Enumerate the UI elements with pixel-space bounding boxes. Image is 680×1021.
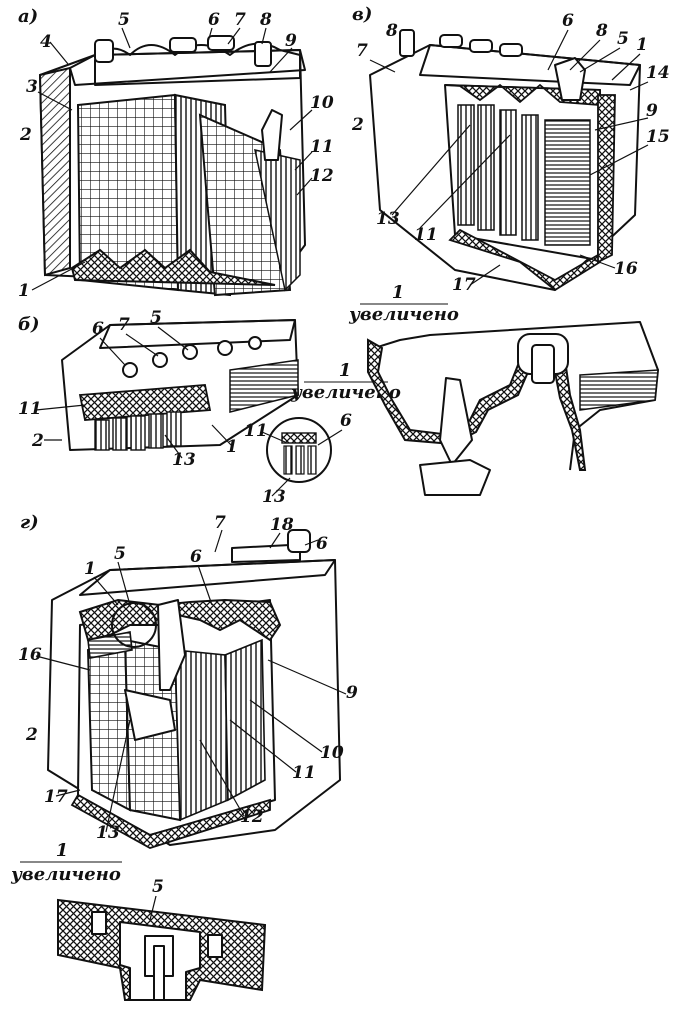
label-v-5: 5 <box>617 29 629 49</box>
figure-b-part-labels: б) 6 7 5 11 2 13 1 11 6 13 <box>18 308 352 507</box>
label-a-9: 9 <box>285 31 297 51</box>
label-g-detail-5: 5 <box>152 877 164 897</box>
panel-g-label: г) <box>20 512 39 533</box>
label-g-17: 17 <box>44 787 68 807</box>
label-b-6: 6 <box>92 319 104 339</box>
label-b-13a: 13 <box>172 450 196 470</box>
figure-v-battery-cutaway <box>369 29 641 292</box>
label-b-11a: 11 <box>18 399 42 419</box>
label-g-10: 10 <box>320 743 344 763</box>
label-a-1: 1 <box>18 281 30 301</box>
label-b-11b: 11 <box>244 421 268 441</box>
label-g-11: 11 <box>292 763 316 783</box>
label-g-2: 2 <box>25 725 38 745</box>
zoom-caption-g: 1 увеличено <box>10 840 122 885</box>
label-b-7: 7 <box>118 315 130 335</box>
zoom-b-num: 1 <box>339 360 352 381</box>
zoom-v-num: 1 <box>392 282 405 303</box>
zoom-g-num: 1 <box>56 840 69 861</box>
label-v-6: 6 <box>562 11 574 31</box>
figure-b-zoom-circle <box>266 417 332 483</box>
zoom-b-text: увеличено <box>290 382 401 403</box>
panel-v-label: в) <box>352 4 372 25</box>
figure-v-part-labels: в) 8 6 8 5 1 7 14 2 9 15 13 11 16 17 <box>351 4 670 295</box>
label-b-5: 5 <box>150 308 162 328</box>
label-a-5: 5 <box>118 10 130 30</box>
zoom-g-text: увеличено <box>10 864 121 885</box>
label-g-9: 9 <box>346 683 358 703</box>
label-a-10: 10 <box>310 93 334 113</box>
label-a-8: 8 <box>259 10 272 30</box>
figure-g-part-labels: г) 7 18 6 1 5 6 16 9 2 10 11 17 12 13 <box>18 512 358 843</box>
label-v-13: 13 <box>376 209 400 229</box>
label-a-4: 4 <box>40 32 52 52</box>
label-v-2: 2 <box>351 115 364 135</box>
label-b-1: 1 <box>226 437 238 457</box>
label-a-12: 12 <box>310 166 334 186</box>
label-v-7: 7 <box>356 41 368 61</box>
label-b-6b: 6 <box>340 411 352 431</box>
label-v-17: 17 <box>452 275 476 295</box>
figure-v-enlarged-cover-detail <box>367 321 659 496</box>
label-v-8b: 8 <box>595 21 608 41</box>
zoom-caption-v: 1 увеличено <box>348 282 459 325</box>
label-g-13: 13 <box>96 823 120 843</box>
label-a-7: 7 <box>234 10 246 30</box>
panel-b-label: б) <box>18 314 40 335</box>
label-g-1: 1 <box>84 559 96 579</box>
label-a-11: 11 <box>310 137 334 157</box>
label-v-1: 1 <box>636 35 648 55</box>
label-g-6b: 6 <box>190 547 202 567</box>
label-v-15: 15 <box>646 127 670 147</box>
zoom-caption-b: 1 увеличено <box>290 360 401 403</box>
label-v-9: 9 <box>646 101 658 121</box>
zoom-v-text: увеличено <box>348 304 459 325</box>
label-b-13b: 13 <box>262 487 286 507</box>
label-v-8a: 8 <box>385 21 398 41</box>
figure-a-part-labels: а) 5 6 7 8 4 9 3 10 2 11 12 1 <box>18 6 334 301</box>
label-g-18: 18 <box>270 515 294 535</box>
figure-a-battery-cutaway <box>38 35 306 297</box>
label-b-2: 2 <box>31 431 44 451</box>
figure-g-battery-cutaway <box>47 529 341 849</box>
label-g-6: 6 <box>316 534 328 554</box>
label-g-7: 7 <box>214 513 226 533</box>
label-v-16: 16 <box>614 259 638 279</box>
figure-g-enlarged-plug-detail: 5 <box>57 877 267 1001</box>
label-v-14: 14 <box>646 63 670 83</box>
label-a-2: 2 <box>19 125 32 145</box>
label-a-6: 6 <box>208 10 220 30</box>
label-g-12: 12 <box>240 807 264 827</box>
figure-b-battery-cutaway <box>61 319 299 451</box>
label-v-11: 11 <box>414 225 438 245</box>
label-a-3: 3 <box>26 77 38 97</box>
label-g-16: 16 <box>18 645 42 665</box>
panel-a-label: а) <box>18 6 38 27</box>
label-g-5: 5 <box>114 544 126 564</box>
